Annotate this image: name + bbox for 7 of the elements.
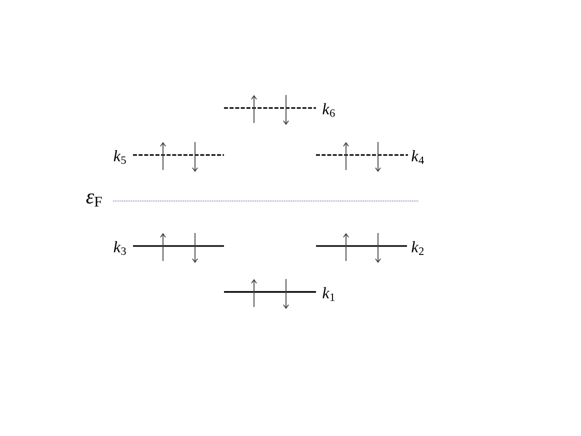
- level-label: k$_{1}$: [322, 287, 334, 301]
- level-label: k$_{5}$: [114, 150, 126, 164]
- level-label: k$_{6}$: [322, 103, 335, 117]
- fermi-level-label: ε$_{F}$: [86, 193, 102, 206]
- level-label: k$_{4}$: [412, 150, 424, 164]
- level-label: k$_{2}$: [412, 241, 424, 255]
- level-label: k$_{3}$: [114, 241, 126, 255]
